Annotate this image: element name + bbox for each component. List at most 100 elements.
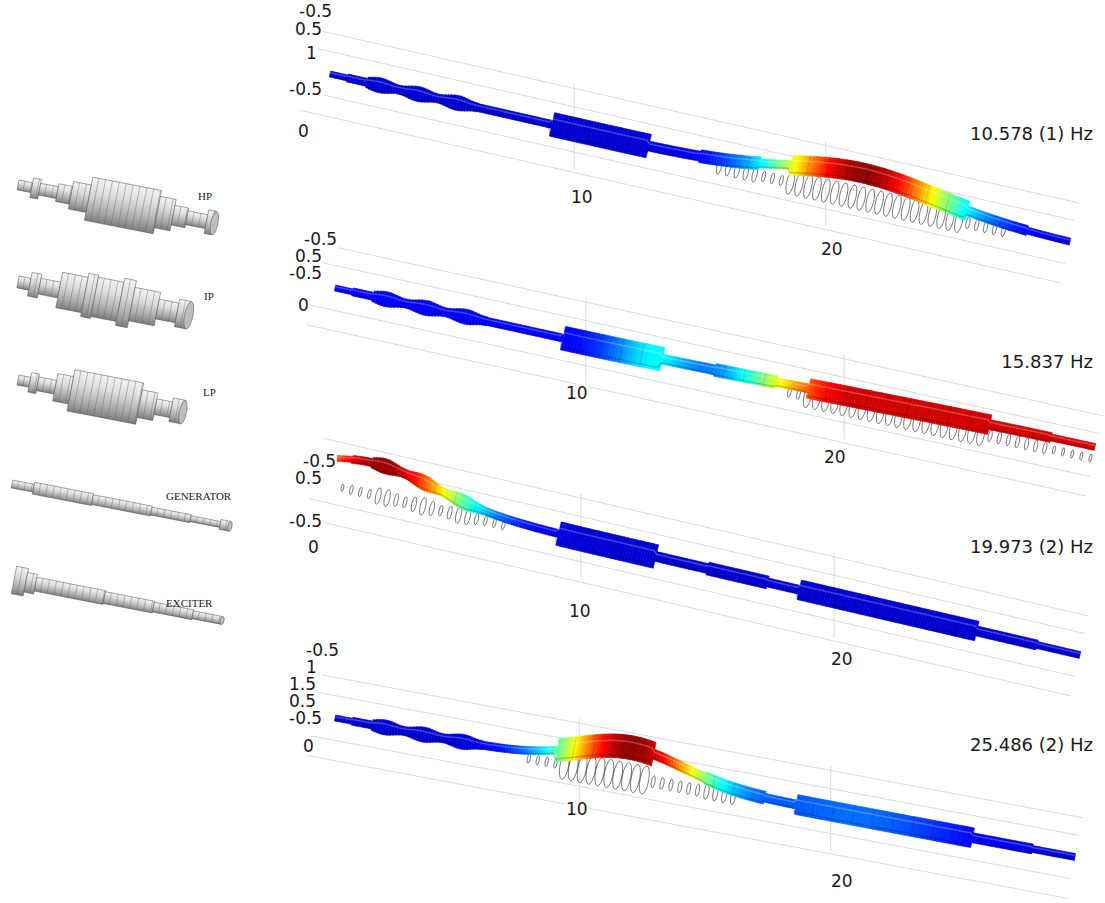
undeformed-outline — [1061, 448, 1065, 457]
component-groove — [80, 372, 88, 413]
component-groove — [132, 503, 134, 513]
grid-line — [825, 142, 826, 227]
component-section — [17, 375, 31, 387]
component-groove — [94, 375, 102, 416]
component-groove — [163, 510, 165, 518]
rotor-shade — [335, 290, 1095, 449]
component-section — [84, 177, 161, 234]
undeformed-outline — [1070, 450, 1074, 459]
undeformed-outline — [770, 173, 776, 184]
component-end — [209, 211, 221, 236]
grid-line — [310, 499, 1075, 677]
component-groove — [143, 391, 148, 418]
component-groove — [69, 275, 76, 310]
axis-tick: -0.5 — [303, 230, 338, 248]
component-groove — [73, 371, 81, 412]
part-label: EXCITER — [165, 597, 213, 609]
undeformed-outline — [668, 779, 674, 791]
undeformed-outline — [410, 497, 418, 513]
undeformed-outline — [527, 753, 532, 763]
component-groove — [161, 300, 165, 320]
component-section — [92, 495, 153, 516]
component-groove — [160, 400, 163, 416]
component-groove — [44, 279, 47, 295]
component-section — [154, 196, 176, 230]
axis-tick: 20 — [830, 650, 854, 668]
component-groove — [97, 278, 105, 317]
grid-line — [305, 518, 1070, 696]
component-groove — [218, 616, 220, 624]
component-groove — [45, 485, 47, 497]
axis-tick: -0.5 — [288, 709, 323, 727]
axis-tick: -0.5 — [288, 80, 323, 98]
component-rendering — [14, 359, 190, 433]
frequency-label: 10.578 (1) Hz — [969, 124, 1094, 144]
component-section — [129, 287, 161, 325]
undeformed-outline — [1042, 442, 1048, 454]
component-section — [192, 611, 223, 625]
component-groove — [23, 277, 25, 289]
component-groove — [217, 521, 218, 527]
undeformed-outline — [483, 516, 488, 526]
component-groove — [125, 501, 127, 511]
component-groove — [168, 302, 172, 322]
axis-tick: 0.5 — [294, 20, 323, 38]
component-groove — [87, 374, 95, 415]
undeformed-outline — [544, 757, 549, 767]
grid-line — [324, 438, 1089, 616]
component-groove — [186, 609, 188, 619]
component-groove — [36, 179, 40, 199]
component-groove — [107, 378, 115, 419]
grid-line — [305, 91, 1065, 264]
undeformed-outline — [1024, 438, 1030, 450]
component-section — [186, 211, 208, 229]
component-groove — [212, 615, 214, 623]
component-section — [34, 577, 105, 604]
axis-tick: 10 — [565, 384, 589, 402]
component-groove — [130, 597, 132, 609]
component-rendering — [13, 258, 197, 339]
component-section — [155, 299, 178, 322]
component-groove — [24, 483, 26, 491]
component-section — [154, 399, 173, 418]
component-groove — [90, 178, 98, 221]
component-groove — [191, 212, 194, 226]
undeformed-outline — [1014, 436, 1020, 448]
component-groove — [143, 599, 145, 611]
undeformed-outline — [428, 501, 436, 516]
grid-line — [315, 48, 1075, 221]
component-groove — [68, 584, 71, 598]
component-groove — [40, 578, 43, 592]
component-rendering — [11, 478, 233, 533]
component-groove — [135, 289, 141, 322]
undeformed-outline — [473, 513, 479, 525]
component-section — [151, 507, 192, 522]
undeformed-outline — [1005, 434, 1011, 446]
component-groove — [42, 378, 45, 392]
undeformed-outline — [367, 489, 372, 499]
component-groove — [125, 185, 133, 228]
component-groove — [97, 496, 99, 506]
undeformed-outline — [1052, 446, 1056, 455]
component-groove — [150, 601, 152, 613]
part-label: LP — [202, 386, 217, 398]
undeformed-outline — [349, 485, 354, 495]
axis-tick: 10 — [565, 800, 589, 818]
axis-tick: 10 — [568, 602, 592, 620]
axis-tick: 0.5 — [288, 692, 317, 710]
component-groove — [81, 184, 86, 211]
component-groove — [123, 595, 125, 607]
axis-tick: -0.5 — [305, 641, 340, 659]
axis-tick: 20 — [820, 240, 844, 258]
component-groove — [167, 199, 173, 230]
component-groove — [167, 401, 170, 417]
component-groove — [47, 580, 50, 594]
rotor-shade — [334, 461, 1079, 658]
component-groove — [160, 198, 166, 229]
component-section — [36, 377, 56, 394]
component-groove — [111, 499, 113, 509]
component-groove — [104, 497, 106, 507]
axis-tick: 0 — [307, 538, 320, 556]
component-section — [137, 390, 158, 421]
component-groove — [66, 489, 68, 501]
